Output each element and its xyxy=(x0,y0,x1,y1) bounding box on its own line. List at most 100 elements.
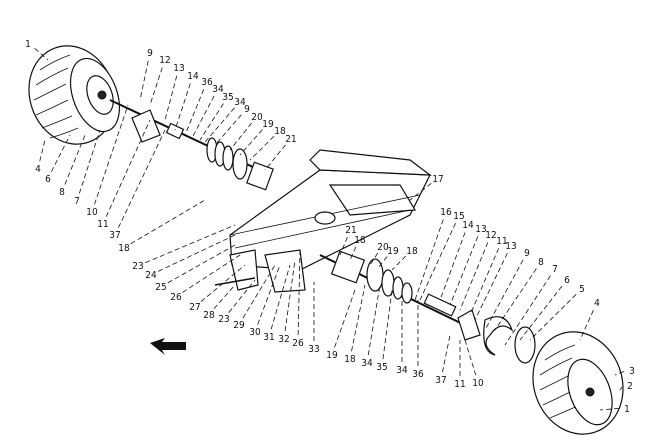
leader-line xyxy=(351,284,366,352)
leader-line xyxy=(459,242,489,311)
callout-14: 14 xyxy=(187,71,199,82)
callout-19: 19 xyxy=(387,246,399,257)
callout-18: 18 xyxy=(354,235,366,246)
leader-line xyxy=(599,408,620,411)
callout-2: 2 xyxy=(627,381,633,392)
callout-26: 26 xyxy=(292,338,304,349)
callout-11: 11 xyxy=(496,236,507,247)
leader-line xyxy=(382,289,393,360)
callout-9: 9 xyxy=(524,248,530,259)
callout-1: 1 xyxy=(25,39,31,50)
leader-line xyxy=(213,284,236,309)
callout-1: 1 xyxy=(624,404,630,415)
callout-5: 5 xyxy=(579,284,585,295)
leader-line xyxy=(257,264,281,325)
callout-9: 9 xyxy=(244,104,250,115)
callout-7: 7 xyxy=(552,264,558,275)
callout-30: 30 xyxy=(249,327,261,338)
callout-16: 16 xyxy=(440,207,452,218)
callout-25: 25 xyxy=(155,282,166,293)
callout-36: 36 xyxy=(412,369,424,380)
callout-36: 36 xyxy=(201,77,213,88)
leader-line xyxy=(391,255,407,271)
leader-line xyxy=(139,60,149,101)
callout-34: 34 xyxy=(361,358,373,369)
callout-7: 7 xyxy=(74,196,80,207)
leader-line xyxy=(529,294,577,341)
callout-20: 20 xyxy=(251,112,263,123)
leader-line xyxy=(117,129,166,228)
callout-4: 4 xyxy=(35,164,41,175)
callout-23: 23 xyxy=(132,261,143,272)
callout-37: 37 xyxy=(435,375,446,386)
leader-line xyxy=(39,139,46,162)
leader-line xyxy=(474,252,508,321)
leader-line xyxy=(339,237,348,256)
leader-line xyxy=(214,114,242,146)
leader-line xyxy=(94,104,129,205)
arrow-down-left-icon xyxy=(150,338,186,355)
callout-19: 19 xyxy=(326,350,338,361)
leader-line xyxy=(200,264,246,302)
callout-10: 10 xyxy=(472,378,484,389)
callout-17: 17 xyxy=(432,174,443,185)
callout-28: 28 xyxy=(203,310,215,321)
leader-line xyxy=(145,224,236,264)
callout-33: 33 xyxy=(308,344,319,355)
callout-27: 27 xyxy=(189,302,200,313)
callout-14: 14 xyxy=(462,220,474,231)
callout-8: 8 xyxy=(538,257,544,268)
leader-line xyxy=(51,134,71,172)
leader-line xyxy=(34,48,49,61)
left-axle-assembly xyxy=(109,99,274,191)
leader-line xyxy=(614,371,625,376)
leader-line xyxy=(334,289,356,348)
right-axle-assembly xyxy=(319,250,536,364)
callout-13: 13 xyxy=(505,241,516,252)
callout-18: 18 xyxy=(406,246,418,257)
callout-29: 29 xyxy=(233,320,245,331)
leader-line xyxy=(349,246,357,261)
callout-26: 26 xyxy=(170,292,182,303)
callout-4: 4 xyxy=(594,298,600,309)
left-wheel xyxy=(28,45,121,145)
leader-line xyxy=(449,236,479,306)
callout-34: 34 xyxy=(396,365,408,376)
leader-line xyxy=(369,252,379,266)
callout-21: 21 xyxy=(345,225,356,236)
leader-line xyxy=(239,129,263,156)
callout-31: 31 xyxy=(263,332,274,343)
callout-12: 12 xyxy=(485,230,496,241)
leader-line xyxy=(199,103,224,141)
leader-line xyxy=(164,75,178,121)
callout-9: 9 xyxy=(147,48,153,59)
callout-32: 32 xyxy=(278,334,289,345)
callout-18: 18 xyxy=(344,354,356,365)
callout-34: 34 xyxy=(234,97,246,108)
callout-6: 6 xyxy=(45,174,51,185)
leader-line xyxy=(579,309,594,341)
leader-line xyxy=(494,268,537,331)
callout-13: 13 xyxy=(173,63,184,74)
leader-line xyxy=(297,249,301,336)
leader-line xyxy=(78,129,101,194)
leader-line xyxy=(149,67,163,106)
leader-line xyxy=(442,334,451,373)
callout-10: 10 xyxy=(86,207,98,218)
leader-line xyxy=(184,89,205,136)
leader-line xyxy=(64,134,86,185)
main-frame xyxy=(214,149,432,293)
leader-line xyxy=(409,183,432,201)
callout-8: 8 xyxy=(59,187,65,198)
leader-line xyxy=(228,279,256,313)
leader-line xyxy=(249,135,275,161)
callout-19: 19 xyxy=(262,119,274,130)
leader-line xyxy=(419,223,456,301)
callout-12: 12 xyxy=(159,55,170,66)
leader-line xyxy=(270,264,291,330)
leader-line xyxy=(439,232,466,301)
leader-line xyxy=(414,219,444,301)
callout-11: 11 xyxy=(97,219,108,230)
callout-11: 11 xyxy=(454,379,465,390)
